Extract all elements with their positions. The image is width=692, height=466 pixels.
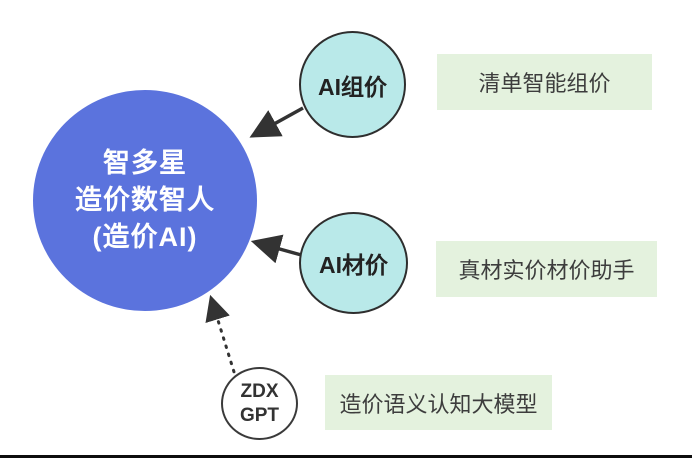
label-box-zdx-gpt: 造价语义认知大模型	[325, 375, 552, 430]
node-zdx-gpt-line1: ZDX	[240, 380, 279, 402]
label-box-material-pricing-text: 真材实价材价助手	[458, 258, 635, 283]
label-box-zdx-gpt-text: 造价语义认知大模型	[339, 391, 538, 417]
node-zdx-gpt-label: ZDX GPT	[240, 380, 279, 428]
node-zdx-gpt: ZDX GPT	[221, 367, 298, 440]
label-box-group-pricing-text: 清单智能组价	[478, 71, 611, 96]
node-ai-material-pricing: AI材价	[299, 212, 408, 314]
hub-label-line2: 造价数智人	[75, 184, 215, 215]
hub-label-line1: 智多星	[103, 147, 187, 178]
node-ai-material-pricing-label: AI材价	[319, 252, 388, 278]
hub-label: 智多星 造价数智人 (造价AI)	[75, 145, 215, 257]
node-ai-group-pricing-label: AI组价	[318, 73, 387, 100]
label-box-group-pricing: 清单智能组价	[437, 54, 652, 110]
arrow-group-pricing-to-hub	[249, 106, 304, 138]
hub-node-zhiduoxing: 智多星 造价数智人 (造价AI)	[33, 90, 257, 311]
arrow-material-pricing-to-hub	[250, 234, 306, 264]
hub-label-line3: (造价AI)	[92, 222, 198, 253]
node-zdx-gpt-line2: GPT	[239, 404, 280, 426]
node-ai-group-pricing: AI组价	[299, 31, 406, 138]
label-box-material-pricing: 真材实价材价助手	[436, 241, 657, 297]
bottom-border-line	[0, 455, 692, 458]
